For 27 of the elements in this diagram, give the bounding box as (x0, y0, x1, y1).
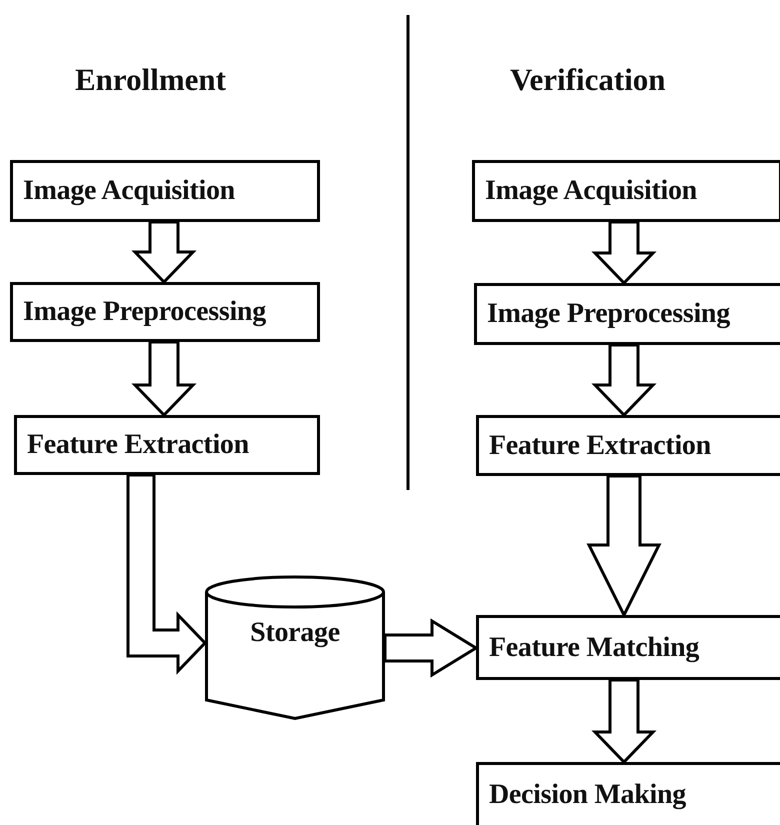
process-box (10, 160, 320, 222)
process-box (476, 615, 780, 680)
section-heading: Verification (510, 62, 666, 98)
block-arrow (384, 618, 479, 678)
process-box (476, 762, 780, 825)
box-label: Feature Matching (489, 632, 700, 664)
box-label: Image Preprocessing (23, 296, 266, 328)
section-heading: Enrollment (75, 62, 226, 98)
block-arrow (131, 220, 197, 284)
block-arrow (131, 340, 197, 418)
block-arrow (591, 678, 657, 764)
box-label: Image Preprocessing (487, 298, 730, 330)
block-arrow (591, 220, 657, 286)
process-box (10, 282, 320, 342)
process-box (14, 415, 320, 475)
block-arrow (126, 474, 208, 675)
process-box (472, 160, 780, 222)
box-label: Image Acquisition (485, 175, 697, 207)
box-label: Feature Extraction (489, 430, 711, 462)
box-label: Feature Extraction (27, 429, 249, 461)
storage-cylinder (205, 577, 385, 720)
cylinder-label: Storage (250, 617, 340, 649)
block-arrow (591, 344, 657, 418)
box-label: Image Acquisition (23, 175, 235, 207)
process-box (474, 283, 780, 345)
process-box (476, 415, 780, 476)
box-label: Decision Making (489, 779, 686, 811)
